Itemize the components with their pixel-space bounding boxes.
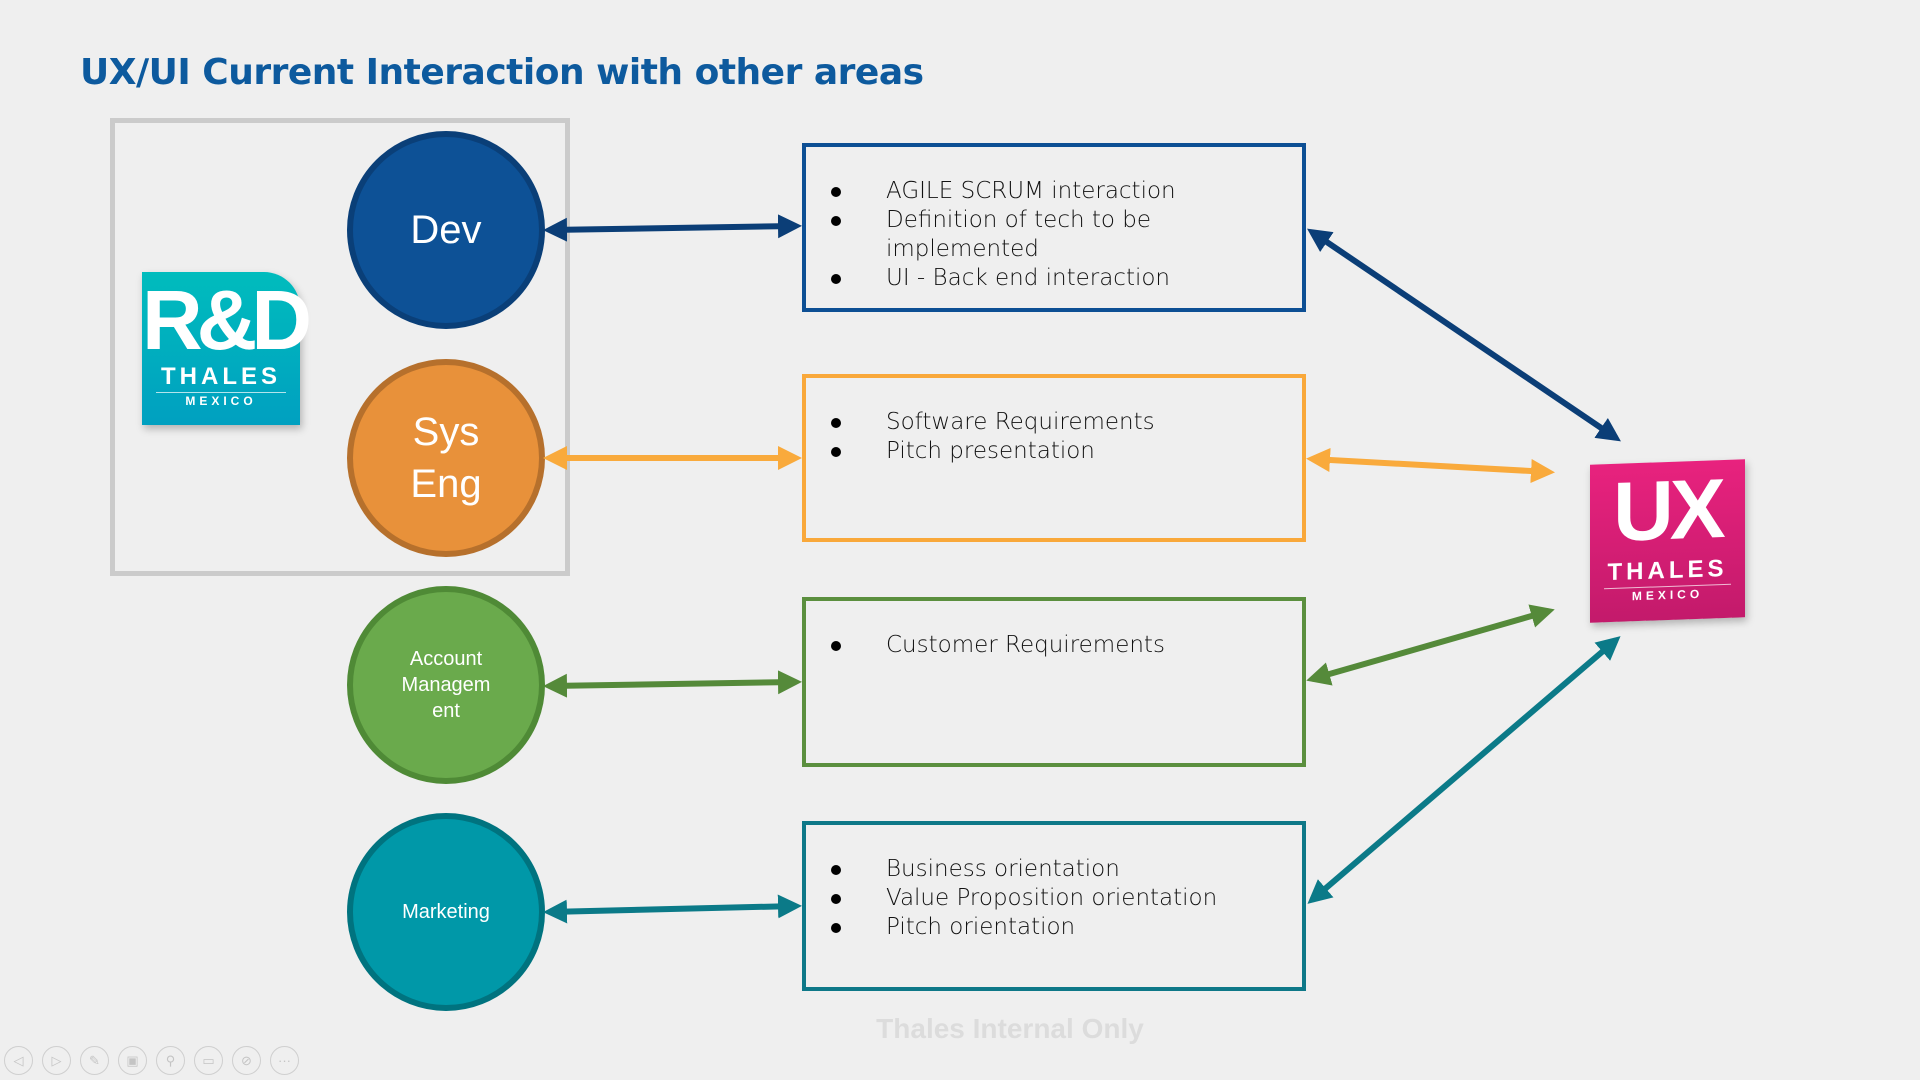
syseng-label-2: Eng bbox=[410, 462, 482, 506]
marketing-box: Business orientation Value Proposition o… bbox=[802, 821, 1306, 991]
account-box: Customer Requirements bbox=[802, 597, 1306, 767]
bullet-item: UI - Back end interaction bbox=[831, 264, 1302, 293]
subtitles-icon[interactable]: ▭ bbox=[194, 1046, 223, 1075]
syseng-arrow-right bbox=[1306, 448, 1555, 483]
previous-icon[interactable]: ◁ bbox=[4, 1046, 33, 1075]
bullet-item: Business orientation bbox=[831, 855, 1302, 884]
bullet-item: Definition of tech to be implemented bbox=[831, 206, 1302, 264]
marketing-circle: Marketing bbox=[347, 813, 545, 1011]
account-label-3: ent bbox=[432, 700, 460, 722]
bullet-item: Value Proposition orientation bbox=[831, 884, 1302, 913]
camera-off-icon[interactable]: ⊘ bbox=[232, 1046, 261, 1075]
syseng-box: Software Requirements Pitch presentation bbox=[802, 374, 1306, 542]
marketing-label: Marketing bbox=[402, 901, 490, 923]
slides-icon[interactable]: ▣ bbox=[118, 1046, 147, 1075]
account-label-1: Account bbox=[409, 648, 483, 670]
account-label-2: Managem bbox=[401, 674, 491, 696]
rd-logo-sub: MEXICO bbox=[156, 392, 286, 409]
slide-title: UX/UI Current Interaction with other are… bbox=[80, 52, 924, 93]
dev-label: Dev bbox=[410, 208, 482, 252]
bullet-item: Software Requirements bbox=[831, 408, 1302, 437]
marketing-arrow-left bbox=[543, 894, 802, 924]
account-arrow-left bbox=[543, 670, 802, 698]
zoom-icon[interactable]: ⚲ bbox=[156, 1046, 185, 1075]
dev-arrow-left bbox=[543, 214, 802, 242]
more-icon[interactable]: ··· bbox=[270, 1046, 299, 1075]
watermark: Thales Internal Only bbox=[876, 1013, 1144, 1044]
dev-box: AGILE SCRUM interaction Definition of te… bbox=[802, 143, 1306, 312]
account-arrow-right bbox=[1306, 604, 1555, 686]
rd-logo-text: R&D bbox=[142, 273, 312, 367]
bullet-item: Customer Requirements bbox=[831, 631, 1302, 660]
pen-icon[interactable]: ✎ bbox=[80, 1046, 109, 1075]
next-icon[interactable]: ▷ bbox=[42, 1046, 71, 1075]
syseng-label-1: Sys bbox=[412, 410, 480, 454]
bullet-item: Pitch presentation bbox=[831, 437, 1302, 466]
bullet-item: Pitch orientation bbox=[831, 913, 1302, 942]
dev-circle: Dev bbox=[347, 131, 545, 329]
rd-group-frame bbox=[110, 118, 570, 576]
dev-arrow-right bbox=[1307, 228, 1621, 442]
presentation-toolbar: ◁ ▷ ✎ ▣ ⚲ ▭ ⊘ ··· bbox=[4, 1046, 299, 1075]
rd-logo-brand: THALES bbox=[161, 363, 281, 390]
bullet-item: AGILE SCRUM interaction bbox=[831, 177, 1302, 206]
rd-thales-logo: R&D THALES MEXICO bbox=[142, 272, 312, 425]
marketing-arrow-right bbox=[1307, 636, 1621, 904]
